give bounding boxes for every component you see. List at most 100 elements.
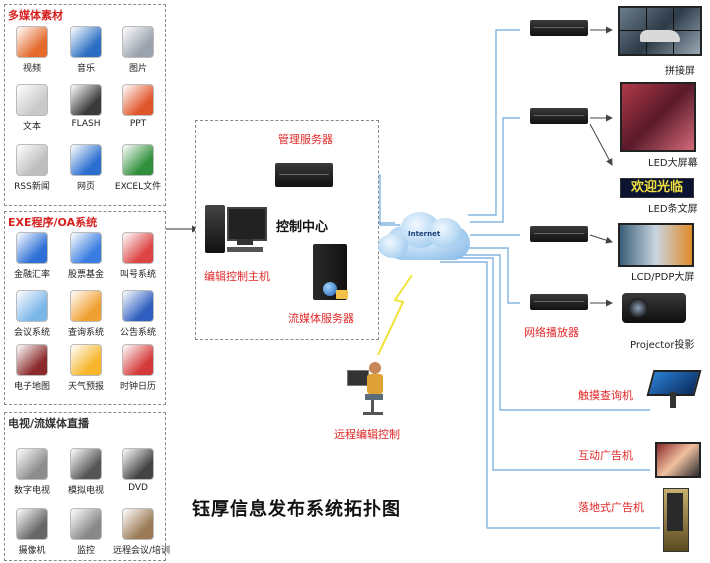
tv-panel-item-label: DVD (128, 483, 148, 493)
media-panel-item-label: 视频 (22, 64, 41, 74)
web-icon (70, 144, 102, 176)
media-panel-item-label: 网页 (76, 182, 95, 192)
queue-icon (122, 232, 154, 264)
floor-ad-icon (663, 488, 689, 552)
stock-icon (70, 232, 102, 264)
tv-panel-item: DVD (113, 448, 163, 493)
media-panel-item-label: 图片 (128, 64, 147, 74)
search-icon (70, 290, 102, 322)
exe-panel-item: 电子地图 (7, 344, 57, 392)
media-panel-item: 视频 (7, 26, 57, 74)
network-player-3-icon (530, 226, 588, 242)
dvd-icon (122, 448, 154, 480)
exe-panel-item-label: 叫号系统 (119, 270, 156, 280)
exe-panel-item-label: 金融汇率 (13, 270, 50, 280)
editing-host-label: 编辑控制主机 (204, 270, 270, 283)
led-strip-icon: 欢迎光临 (620, 178, 694, 198)
output-label-3: LED条文屏 (648, 204, 698, 215)
editing-host-icon (205, 205, 267, 265)
tv-panel-item-label: 监控 (76, 546, 95, 556)
exe-panel-item-label: 天气预报 (67, 382, 104, 392)
media-panel-item: 图片 (113, 26, 163, 74)
network-player-2-icon (530, 108, 588, 124)
exe-panel-item: 会议系统 (7, 290, 57, 338)
interactive-ad-icon (655, 442, 701, 478)
led-screen-icon (620, 82, 696, 152)
tv-panel-title: 电视/流媒体直播 (8, 417, 90, 430)
exe-panel-item: 时钟日历 (113, 344, 163, 392)
media-panel-item: 音乐 (61, 26, 111, 74)
tv-panel-item: 摄像机 (7, 508, 57, 556)
exe-panel-item: 股票基金 (61, 232, 111, 280)
notice-icon (122, 290, 154, 322)
output-label-2: LED大屏幕 (648, 158, 698, 169)
tv-panel-item-label: 数字电视 (13, 486, 50, 496)
camera-icon (16, 508, 48, 540)
media-panel-item-label: EXCEL文件 (114, 182, 162, 192)
finance-icon (16, 232, 48, 264)
satellite-icon (16, 448, 48, 480)
media-panel-item-label: PPT (129, 119, 147, 129)
tv-panel-item-label: 摄像机 (18, 546, 46, 556)
conference-icon (122, 508, 154, 540)
remote-operator-icon (345, 360, 391, 418)
control-center-box (195, 120, 379, 340)
internet-label: Internet (408, 230, 441, 238)
output-label-5: Projector投影 (630, 340, 695, 351)
output-label-8: 落地式广告机 (578, 501, 644, 514)
calendar-icon (122, 344, 154, 376)
tv-panel-item-label: 远程会议/培训 (113, 546, 171, 556)
projector-icon (622, 285, 692, 327)
antenna-icon (70, 448, 102, 480)
internet-cloud-icon: Internet (378, 208, 478, 266)
exe-panel-item-label: 电子地图 (13, 382, 50, 392)
tv-panel-item-label: 模拟电视 (67, 486, 104, 496)
folder-icon (336, 290, 348, 299)
exe-panel-item-label: 查询系统 (67, 328, 104, 338)
streaming-server-label: 流媒体服务器 (288, 312, 354, 325)
exe-panel-item-label: 股票基金 (67, 270, 104, 280)
map-icon (16, 344, 48, 376)
picture-icon (122, 26, 154, 58)
media-panel-item: 文本 (7, 84, 57, 132)
video-wall-icon (618, 6, 702, 56)
diagram-title: 钰厚信息发布系统拓扑图 (192, 499, 401, 520)
media-panel-item: FLASH (61, 84, 111, 129)
flash-icon (70, 84, 102, 116)
tv-panel-item: 数字电视 (7, 448, 57, 496)
media-panel-title: 多媒体素材 (8, 9, 63, 22)
remote-edit-label: 远程编辑控制 (334, 428, 400, 441)
lcd-icon (618, 223, 694, 267)
tv-panel-item: 模拟电视 (61, 448, 111, 496)
media-panel-item-label: 文本 (22, 122, 41, 132)
video-icon (16, 26, 48, 58)
music-icon (70, 26, 102, 58)
kiosk-icon (646, 370, 702, 410)
media-panel-item: RSS新闻 (7, 144, 57, 192)
control-center-title: 控制中心 (276, 220, 329, 235)
exe-panel-item-label: 时钟日历 (119, 382, 156, 392)
network-player-1-icon (530, 20, 588, 36)
exe-panel-item-label: 公告系统 (119, 328, 156, 338)
output-label-7: 互动广告机 (578, 449, 633, 462)
text-icon (16, 84, 48, 116)
exe-panel-item: 天气预报 (61, 344, 111, 392)
exe-panel-item: 查询系统 (61, 290, 111, 338)
exe-panel-item-label: 会议系统 (13, 328, 50, 338)
rss-icon (16, 144, 48, 176)
exe-panel-item: 金融汇率 (7, 232, 57, 280)
media-panel-item: EXCEL文件 (113, 144, 163, 192)
ppt-icon (122, 84, 154, 116)
management-server-icon (275, 163, 333, 187)
output-label-1: 拼接屏 (665, 66, 695, 77)
tv-panel-item: 监控 (61, 508, 111, 556)
meeting-icon (16, 290, 48, 322)
media-panel-item: PPT (113, 84, 163, 129)
management-server-label: 管理服务器 (278, 133, 333, 146)
weather-icon (70, 344, 102, 376)
globe-icon (323, 282, 337, 296)
exe-panel-item: 公告系统 (113, 290, 163, 338)
output-label-4: LCD/PDP大屏 (631, 272, 695, 283)
media-panel-item: 网页 (61, 144, 111, 192)
network-player-label: 网络播放器 (524, 326, 579, 339)
